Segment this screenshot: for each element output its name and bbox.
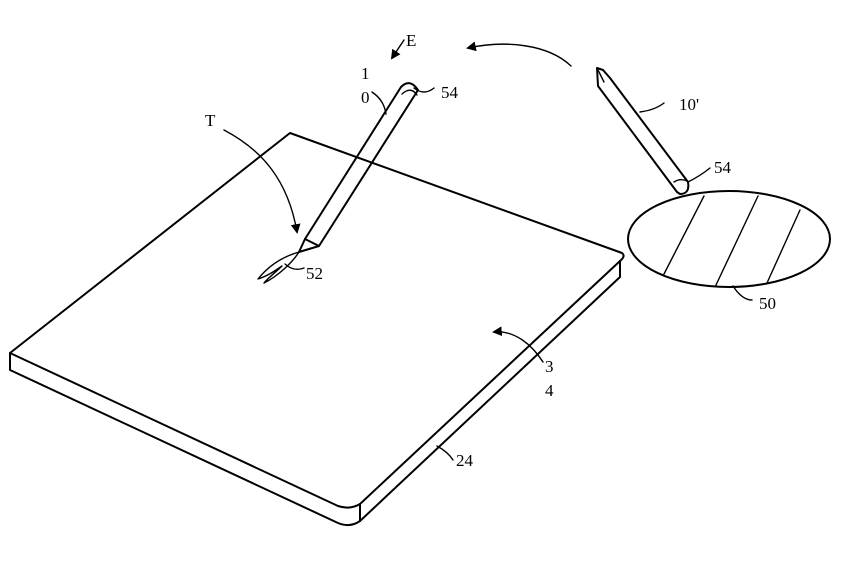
stylus-main [257, 82, 419, 284]
stylus-main-cap-line [401, 89, 418, 96]
rotation-arrow [466, 41, 572, 67]
tablet-device [9, 132, 625, 527]
label-stylus-alt-end: 54 [714, 158, 732, 177]
label-stylus-main-line2: 0 [361, 88, 370, 107]
tablet-top-face [9, 132, 625, 509]
tablet-side-edge [359, 260, 621, 522]
stylus-alt-nib [596, 67, 605, 83]
label-device-surface-line1: 3 [545, 357, 554, 376]
ink-trace [257, 251, 300, 284]
pad-stripe-1 [663, 195, 705, 275]
pad-stripe-2 [715, 195, 759, 286]
stylus-main-body [304, 82, 419, 247]
stylus-alt-body [596, 67, 690, 195]
stylus-alt-band [673, 179, 688, 183]
leader-54-alt [687, 167, 711, 183]
tip-arrow-t [223, 129, 301, 234]
pad-outline [627, 190, 831, 288]
pad-stripe-3 [766, 209, 801, 284]
label-device-surface-line2: 4 [545, 381, 554, 400]
leader-24 [436, 445, 454, 461]
surface-arrow-34 [492, 326, 544, 363]
label-tip-arrow-t: T [205, 111, 216, 130]
direction-arrow-e [390, 39, 405, 60]
leader-54-main [413, 87, 435, 93]
label-direction-e: E [406, 31, 416, 50]
stylus-main-cone [298, 238, 320, 253]
leader-52 [284, 263, 305, 271]
leader-10-alt [639, 102, 665, 113]
label-surface: 50 [759, 294, 776, 313]
surface-pad [627, 190, 831, 288]
label-device: 24 [456, 451, 474, 470]
leader-50 [732, 285, 753, 301]
label-stylus-main-line1: 1 [361, 64, 370, 83]
stylus-alt [596, 67, 690, 195]
tablet-front-edge [9, 352, 361, 527]
label-stylus-alt: 10' [679, 95, 699, 114]
leader-10 [371, 91, 387, 115]
label-tip: 52 [306, 264, 323, 283]
label-stylus-end: 54 [441, 83, 459, 102]
